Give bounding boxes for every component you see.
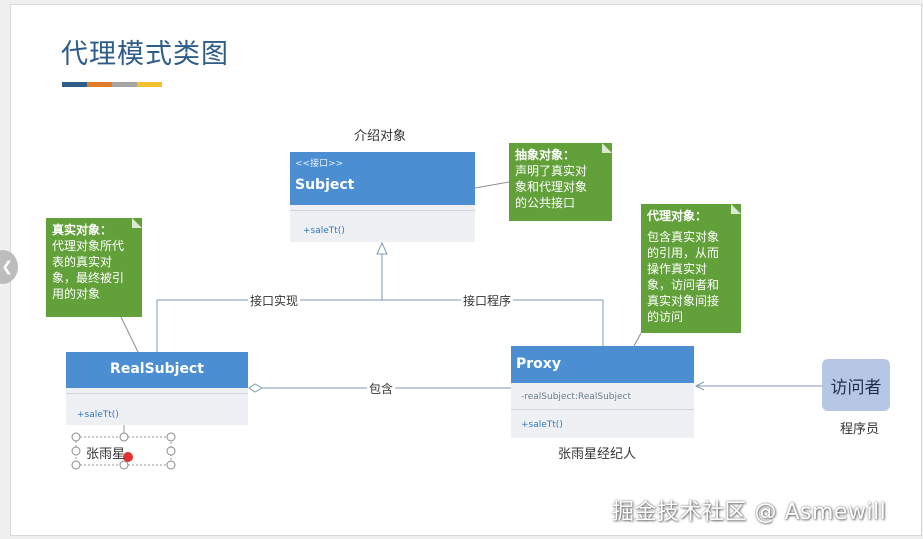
note-abstract-object[interactable]: 抽象对象： 声明了真实对 象和代理对象 的公共接口 xyxy=(509,143,612,221)
open-arrow-head xyxy=(694,381,705,391)
realsubject-class-name: RealSubject xyxy=(110,361,204,377)
note-proxy-object[interactable]: 代理对象： 包含真实对象 的引用，从而 操作真实对 象，访问者和 真实对象间接 … xyxy=(641,204,741,333)
slide xyxy=(10,4,922,536)
proxy-class-name: Proxy xyxy=(516,356,561,372)
resize-handle xyxy=(71,460,81,470)
cursor-marker-icon xyxy=(123,452,133,462)
subject-class-body: +saleTt() xyxy=(290,205,475,242)
note-connector-real xyxy=(120,316,139,353)
proxy-class-header: Proxy xyxy=(511,346,694,383)
subject-class-header: <<接口>> Subject xyxy=(290,152,475,205)
note-proxy-line: 包含真实对象 xyxy=(647,230,720,244)
proxy-method: +saleTt() xyxy=(521,420,563,430)
note-proxy-line: 的引用，从而 xyxy=(647,246,720,260)
note-proxy-line: 操作真实对 xyxy=(647,262,708,276)
resize-handle xyxy=(166,460,176,470)
divider xyxy=(290,210,475,211)
title-accent-bar xyxy=(62,82,162,87)
proxy-class-body: -realSubject:RealSubject +saleTt() xyxy=(511,383,694,438)
watermark: 掘金技术社区 @ Asmewill xyxy=(612,500,887,525)
chevron-left-icon: ❮ xyxy=(1,259,13,275)
note-connector-proxy xyxy=(633,332,642,347)
hollow-triangle-arrow xyxy=(376,241,388,255)
note-abstract-title: 抽象对象： xyxy=(515,148,576,162)
realsubject-class-body: +saleTt() xyxy=(66,388,248,425)
label-interface-program: 接口程序 xyxy=(461,292,514,309)
accent-segment xyxy=(112,82,137,87)
subject-caption: 介绍对象 xyxy=(354,129,407,144)
resize-handle xyxy=(166,432,176,442)
folded-corner xyxy=(132,218,142,228)
subject-class-name: Subject xyxy=(295,177,355,193)
note-proxy-line: 真实对象间接 xyxy=(647,294,720,308)
realsubject-method: +saleTt() xyxy=(77,410,119,420)
folded-corner xyxy=(602,143,612,153)
subject-stereotype: <<接口>> xyxy=(295,159,344,169)
subject-class[interactable]: <<接口>> Subject +saleTt() xyxy=(290,152,475,242)
resize-handle xyxy=(119,432,129,442)
visitor-box[interactable]: 访问者 xyxy=(822,359,890,411)
visitor-caption: 程序员 xyxy=(840,422,880,437)
note-proxy-line: 象，访问者和 xyxy=(647,278,720,292)
note-abstract-line: 声明了真实对 xyxy=(515,164,588,178)
folded-corner xyxy=(731,204,741,214)
note-proxy-title: 代理对象： xyxy=(647,209,708,223)
page-title: 代理模式类图 xyxy=(61,39,229,70)
resize-handle xyxy=(71,446,81,456)
accent-segment xyxy=(137,82,162,87)
note-real-object[interactable]: 真实对象： 代理对象所代 表的真实对 象，最终被引 用的对象 xyxy=(46,218,142,317)
resize-handle xyxy=(71,432,81,442)
generalization-line xyxy=(156,299,604,352)
visitor-name: 访问者 xyxy=(830,377,882,398)
label-contains: 包含 xyxy=(367,380,396,397)
note-abstract-line: 象和代理对象 xyxy=(515,180,588,194)
proxy-caption: 张雨星经纪人 xyxy=(558,447,637,462)
resize-handle xyxy=(119,460,129,470)
hollow-diamond xyxy=(248,383,264,393)
previous-slide-button[interactable]: ❮ xyxy=(0,250,18,284)
proxy-attribute: -realSubject:RealSubject xyxy=(521,392,632,402)
note-real-title: 真实对象： xyxy=(52,223,113,237)
label-interface-impl: 接口实现 xyxy=(248,292,301,309)
note-abstract-line: 的公共接口 xyxy=(515,196,576,210)
divider xyxy=(511,409,694,410)
note-real-line: 象，最终被引 xyxy=(52,271,125,285)
note-real-line: 代理对象所代 xyxy=(52,239,125,253)
subject-method: +saleTt() xyxy=(303,226,345,236)
proxy-class[interactable]: Proxy -realSubject:RealSubject +saleTt() xyxy=(511,346,694,438)
note-real-line: 用的对象 xyxy=(52,287,101,301)
accent-segment xyxy=(87,82,112,87)
note-connector-abstract xyxy=(474,181,510,189)
realsubject-instance-label[interactable]: 张雨星 xyxy=(86,447,126,462)
realsubject-class[interactable]: RealSubject +saleTt() xyxy=(66,352,248,425)
divider xyxy=(66,393,248,394)
realsubject-class-header: RealSubject xyxy=(66,352,248,388)
note-proxy-line: 的访问 xyxy=(647,310,684,324)
note-real-line: 表的真实对 xyxy=(52,255,113,269)
accent-segment xyxy=(62,82,87,87)
resize-handle xyxy=(166,446,176,456)
